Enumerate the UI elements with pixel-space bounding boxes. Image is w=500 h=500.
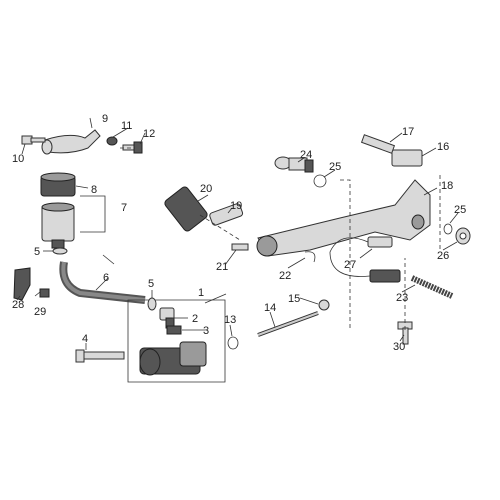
clevis-16 — [391, 149, 423, 167]
clip-22 — [304, 251, 316, 263]
callout-29: 29 — [34, 306, 46, 318]
callout-15: 15 — [288, 293, 300, 305]
bolt-10 — [21, 135, 46, 145]
callout-12: 12 — [143, 128, 155, 140]
callout-20: 20 — [200, 183, 212, 195]
oring-25-upper — [313, 174, 327, 188]
callout-14: 14 — [264, 302, 276, 314]
callout-7: 7 — [121, 202, 127, 214]
pedal-pin — [209, 203, 244, 226]
callout-27: 27 — [344, 259, 356, 271]
callout-30: 30 — [393, 341, 405, 353]
callout-23: 23 — [396, 292, 408, 304]
bolt-29 — [39, 288, 50, 298]
callout-1: 1 — [198, 287, 204, 299]
reservoir-body — [41, 202, 75, 249]
callout-25-right: 25 — [454, 204, 466, 216]
callout-10: 10 — [12, 153, 24, 165]
washer-26 — [455, 227, 471, 245]
callout-4: 4 — [82, 333, 88, 345]
switch-27 — [329, 236, 401, 283]
callout-13: 13 — [224, 314, 236, 326]
rod-14 — [257, 311, 319, 337]
callout-16: 16 — [437, 141, 449, 153]
pedal-rubber — [164, 186, 208, 232]
bolt-4 — [75, 349, 125, 363]
callout-22: 22 — [279, 270, 291, 282]
callout-5-lower: 5 — [148, 278, 154, 290]
bracket-28 — [13, 267, 31, 301]
master-cylinder — [139, 341, 207, 376]
callout-18: 18 — [441, 180, 453, 192]
callout-21: 21 — [216, 261, 228, 273]
oring-25-right — [443, 223, 453, 235]
bolt-21 — [231, 243, 249, 251]
callout-24: 24 — [300, 149, 312, 161]
callout-3: 3 — [203, 325, 209, 337]
callout-5-upper: 5 — [34, 246, 40, 258]
callout-9: 9 — [102, 113, 108, 125]
reservoir-clamp — [41, 129, 101, 155]
oring-13 — [227, 336, 239, 350]
pin-17 — [360, 134, 396, 154]
callout-2: 2 — [192, 313, 198, 325]
washer-11 — [106, 136, 118, 146]
callout-11: 11 — [121, 120, 132, 132]
washer-15 — [318, 299, 330, 311]
callout-6: 6 — [103, 272, 109, 284]
callout-17: 17 — [402, 126, 414, 138]
screw-12 — [122, 141, 143, 154]
spring-23 — [410, 275, 454, 299]
spring-3 — [166, 325, 182, 335]
reservoir-cap — [40, 172, 76, 197]
pivot-24 — [274, 156, 314, 173]
callout-28: 28 — [12, 299, 24, 311]
callout-26: 26 — [437, 250, 449, 262]
fitting-2 — [159, 307, 175, 329]
callout-19: 19 — [230, 200, 242, 212]
callout-25-upper: 25 — [329, 161, 341, 173]
callout-8: 8 — [91, 184, 97, 196]
pedal-lever — [256, 179, 431, 257]
